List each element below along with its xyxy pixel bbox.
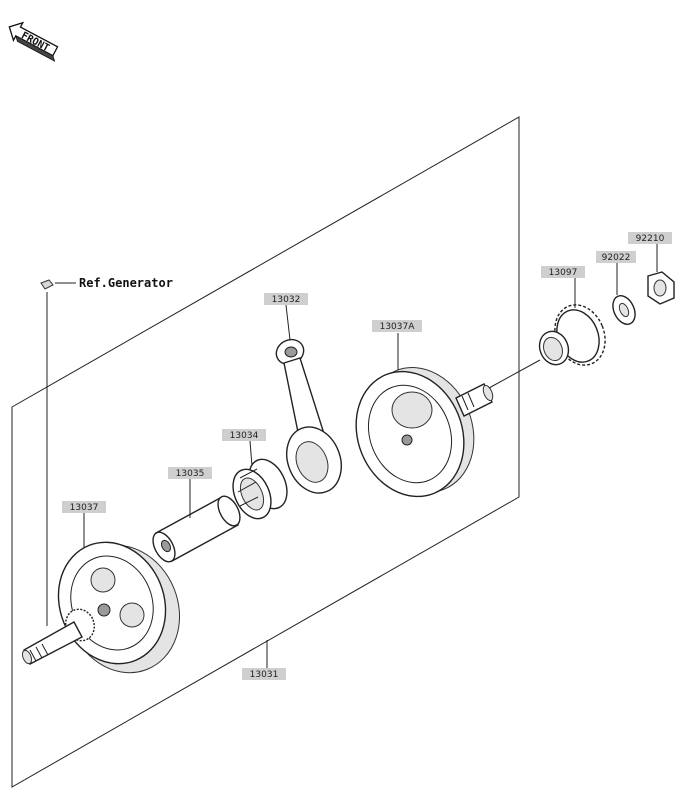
- part-number-text: 92022: [602, 253, 631, 263]
- part-label-13032: 13032: [264, 293, 308, 305]
- left-flywheel-assembly: [21, 541, 181, 674]
- part-number-text: 13034: [230, 431, 259, 441]
- crankpin-part: [152, 495, 241, 563]
- part-number-text: 13031: [250, 670, 279, 680]
- part-number-text: 13037: [70, 503, 99, 513]
- front-arrow-badge: FRONT: [8, 21, 59, 62]
- part-label-13035: 13035: [168, 467, 212, 479]
- washer-part: [612, 295, 636, 325]
- needle-bearing-part: [232, 458, 288, 520]
- generator-reference: Ref.Generator: [40, 276, 173, 626]
- part-label-13097: 13097: [541, 266, 585, 278]
- part-label-92210: 92210: [628, 232, 672, 244]
- nut-part: [647, 271, 675, 305]
- generator-key-part: [40, 279, 54, 290]
- part-number-text: 13032: [272, 295, 301, 305]
- part-number-text: 13037A: [380, 322, 416, 332]
- part-number-text: 92210: [636, 234, 665, 244]
- leader-lines: [83, 244, 658, 668]
- ref-generator-label: Ref.Generator: [79, 276, 173, 290]
- part-number-text: 13035: [176, 469, 205, 479]
- part-label-13031: 13031: [242, 668, 286, 680]
- connecting-rod-part: [275, 338, 342, 494]
- gear-part: [538, 304, 606, 366]
- part-label-13037: 13037: [62, 501, 106, 513]
- right-flywheel-assembly: [355, 367, 494, 498]
- part-number-text: 13097: [549, 268, 578, 278]
- part-label-13034: 13034: [222, 429, 266, 441]
- part-label-13037a: 13037A: [372, 320, 422, 332]
- assembly-boundary: [11, 116, 520, 788]
- part-label-92022: 92022: [596, 251, 636, 263]
